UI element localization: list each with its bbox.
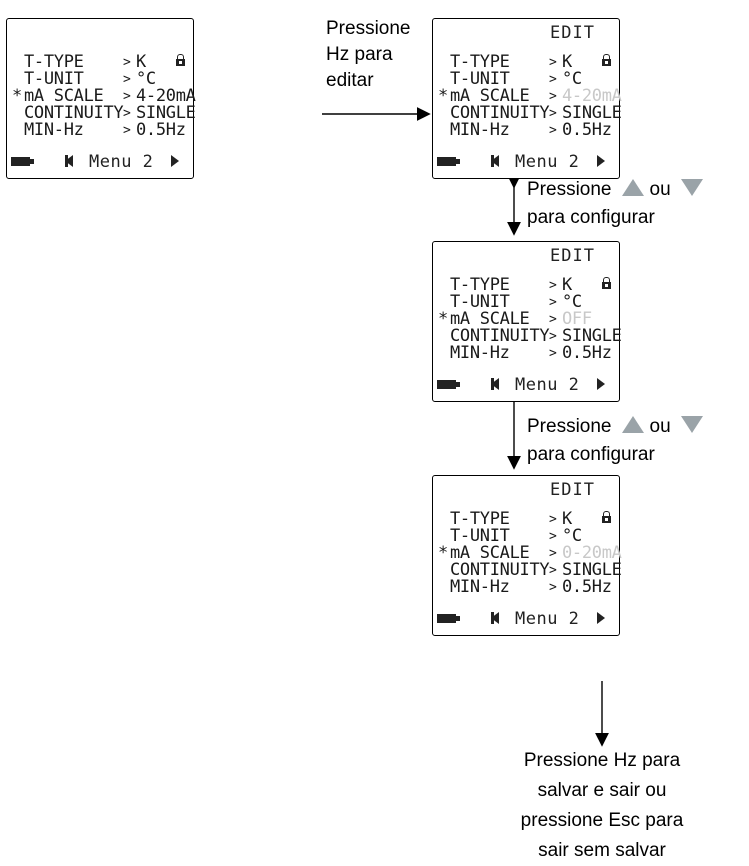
- lock-icon: [176, 54, 185, 66]
- menu-label: Menu 2: [515, 609, 580, 629]
- row-min-hz: MIN-Hz>0.5Hz: [450, 577, 612, 597]
- battery-icon: [437, 614, 460, 623]
- battery-icon: [437, 380, 460, 389]
- row-t-type: T-TYPE>K: [450, 275, 572, 295]
- row-ma-scale: *mA SCALE>OFF: [438, 309, 592, 329]
- right-arrow-icon: [597, 378, 605, 390]
- row-continuity: CONTINUITY>SINGLE: [450, 560, 622, 580]
- lcd-footer: Menu 2: [433, 152, 619, 174]
- menu-label: Menu 2: [515, 152, 580, 172]
- row-t-unit: T-UNIT>°C: [438, 54, 615, 88]
- lcd-footer: Menu 2: [433, 375, 619, 397]
- lcd-screen-3: EDIT T-TYPE>K T-UNIT>°C *mA SCALE>OFF CO…: [432, 241, 622, 402]
- lcd-screen-4: EDIT T-TYPE>K T-UNIT>°C *mA SCALE>0-20mA…: [432, 475, 622, 636]
- row-t-unit: T-UNIT>°C: [438, 277, 615, 311]
- caption-final: Pressione Hz para salvar e sair ou press…: [520, 750, 684, 861]
- caption-edit: Pressione Hz para editar: [326, 18, 411, 91]
- menu-label: Menu 2: [89, 152, 154, 172]
- flow-connectors: [322, 107, 609, 747]
- ma-scale-value-editing: OFF: [562, 309, 592, 329]
- right-arrow-icon: [597, 612, 605, 624]
- row-min-hz: MIN-Hz>0.5Hz: [24, 120, 186, 140]
- row-ma-scale: *mA SCALE>4-20mA: [12, 86, 196, 106]
- lcd-footer: Menu 2: [433, 609, 619, 631]
- edit-label: EDIT: [550, 480, 595, 500]
- lock-icon: [602, 54, 611, 66]
- row-t-type: T-TYPE>K: [450, 52, 572, 72]
- row-t-type: T-TYPE>K: [450, 509, 572, 529]
- row-min-hz: MIN-Hz>0.5Hz: [450, 343, 612, 363]
- right-arrow-icon: [171, 155, 179, 167]
- up-key-icon: [621, 416, 644, 433]
- row-ma-scale: *mA SCALE>4-20mA: [438, 86, 622, 106]
- lock-icon: [602, 511, 611, 523]
- left-arrow-icon: [65, 155, 73, 167]
- lock-icon: [602, 277, 611, 289]
- up-key-icon: [621, 179, 644, 196]
- left-arrow-icon: [491, 378, 499, 390]
- battery-icon: [437, 157, 460, 166]
- row-min-hz: MIN-Hz>0.5Hz: [450, 120, 612, 140]
- battery-icon: [11, 157, 34, 166]
- ma-scale-value-editing: 4-20mA: [562, 86, 622, 106]
- left-arrow-icon: [491, 612, 499, 624]
- right-arrow-icon: [597, 155, 605, 167]
- row-continuity: CONTINUITY>SINGLE: [450, 326, 622, 346]
- ma-scale-value-editing: 0-20mA: [562, 543, 622, 563]
- row-t-unit: T-UNIT>°C: [438, 511, 615, 545]
- row-continuity: CONTINUITY>SINGLE: [24, 103, 196, 123]
- left-arrow-icon: [491, 155, 499, 167]
- down-key-icon: [680, 416, 703, 433]
- edit-label: EDIT: [550, 246, 595, 266]
- row-t-type: T-TYPE>K: [24, 52, 146, 72]
- menu-label: Menu 2: [515, 375, 580, 395]
- down-key-icon: [680, 179, 703, 196]
- row-ma-scale: *mA SCALE>0-20mA: [438, 543, 622, 563]
- edit-label: EDIT: [550, 23, 595, 43]
- row-continuity: CONTINUITY>SINGLE: [450, 103, 622, 123]
- lcd-footer: Menu 2: [7, 152, 193, 174]
- lcd-screen-2: EDIT T-TYPE>K T-UNIT>°C *mA SCALE>4-20mA…: [432, 18, 622, 179]
- lcd-screen-1: T-TYPE>K T-UNIT>°C *mA SCALE>4-20mA CONT…: [6, 18, 196, 179]
- row-t-unit: T-UNIT>°C: [12, 54, 189, 88]
